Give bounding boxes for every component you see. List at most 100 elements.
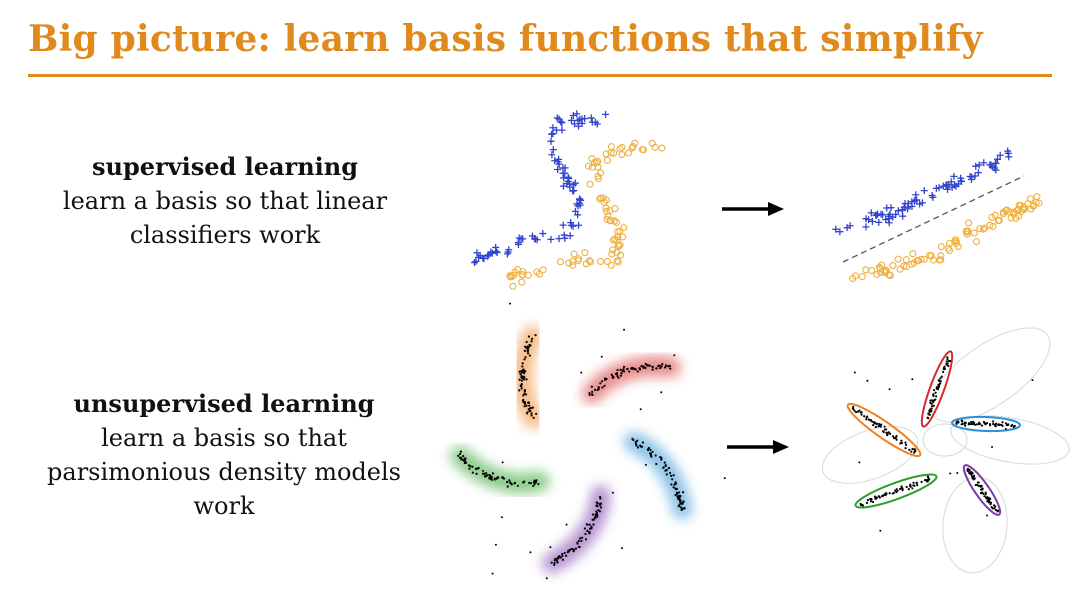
sample-dot bbox=[677, 497, 680, 501]
sample-dot bbox=[577, 539, 580, 543]
sample-dot bbox=[522, 481, 525, 484]
sample-dot bbox=[967, 470, 970, 473]
sample-dot bbox=[638, 367, 641, 370]
sample-dot bbox=[525, 404, 528, 407]
sample-dot bbox=[529, 409, 532, 412]
sample-dot bbox=[972, 475, 975, 478]
circle-marker bbox=[986, 221, 994, 229]
faint-component bbox=[950, 415, 1070, 465]
sample-dot bbox=[670, 474, 673, 477]
sample-dot bbox=[885, 431, 888, 434]
sample-dot bbox=[597, 386, 600, 389]
sample-dot bbox=[598, 510, 602, 513]
sample-dot bbox=[932, 388, 936, 392]
sample-dot bbox=[854, 411, 858, 414]
sample-dot bbox=[655, 367, 658, 370]
sample-dot bbox=[946, 356, 949, 359]
sample-dot bbox=[626, 367, 629, 371]
mixture-model-after bbox=[821, 327, 1070, 574]
sample-dot bbox=[523, 390, 526, 393]
circle-marker bbox=[638, 145, 646, 154]
sample-dot bbox=[940, 375, 943, 378]
circle-marker bbox=[962, 227, 970, 235]
sample-dot bbox=[518, 389, 521, 392]
sample-dot bbox=[671, 478, 674, 481]
plus-marker bbox=[549, 146, 557, 154]
sample-dot bbox=[983, 495, 986, 498]
sample-dot bbox=[549, 546, 552, 549]
sample-dot bbox=[973, 477, 976, 480]
sample-dot bbox=[879, 529, 882, 532]
sample-dot bbox=[634, 368, 637, 371]
sample-dot bbox=[860, 413, 863, 416]
circle-marker bbox=[991, 211, 999, 219]
sample-dot bbox=[627, 370, 631, 373]
sample-dot bbox=[979, 485, 982, 488]
sample-dot bbox=[642, 366, 645, 369]
circle-marker bbox=[1029, 202, 1037, 210]
sample-dot bbox=[660, 365, 663, 368]
circle-marker bbox=[995, 216, 1003, 224]
plus-marker bbox=[892, 210, 900, 218]
mixture-component bbox=[920, 350, 954, 428]
plus-marker bbox=[549, 124, 557, 132]
sample-dot bbox=[995, 422, 998, 425]
sample-dot bbox=[975, 423, 979, 426]
sample-dot bbox=[596, 502, 599, 505]
sample-dot bbox=[905, 485, 908, 489]
plus-marker bbox=[972, 162, 980, 170]
sample-dot bbox=[490, 478, 493, 481]
sample-dot bbox=[955, 422, 958, 425]
sample-dot bbox=[580, 539, 583, 543]
circle-marker bbox=[937, 243, 945, 251]
sample-dot bbox=[910, 450, 913, 453]
sample-dot bbox=[491, 472, 495, 475]
sample-dot bbox=[537, 482, 540, 486]
plus-marker bbox=[947, 178, 955, 186]
sample-dot bbox=[489, 477, 492, 480]
sample-dot bbox=[459, 450, 463, 453]
sample-dot bbox=[530, 412, 533, 415]
sample-dot bbox=[509, 302, 512, 305]
sample-dot bbox=[1011, 423, 1014, 427]
sample-dot bbox=[989, 503, 992, 506]
plus-marker bbox=[517, 235, 525, 243]
circle-marker bbox=[972, 238, 980, 246]
sample-dot bbox=[987, 499, 990, 502]
sample-dot bbox=[925, 478, 929, 482]
sample-dot bbox=[457, 454, 460, 457]
sample-dot bbox=[894, 489, 897, 492]
sample-dot bbox=[963, 422, 966, 425]
sample-dot bbox=[493, 477, 496, 480]
plus-marker bbox=[971, 172, 979, 180]
plus-marker bbox=[561, 169, 569, 177]
plus-marker bbox=[476, 252, 484, 260]
sample-dot bbox=[912, 484, 915, 487]
sample-dot bbox=[672, 474, 675, 477]
sample-dot bbox=[883, 425, 886, 428]
sample-dot bbox=[636, 370, 639, 373]
sample-dot bbox=[985, 422, 989, 425]
sample-dot bbox=[523, 402, 527, 406]
sample-dot bbox=[665, 468, 668, 472]
plus-marker bbox=[992, 159, 1000, 167]
faint-component bbox=[922, 423, 968, 457]
sample-dot bbox=[956, 471, 959, 474]
circle-marker bbox=[1015, 205, 1023, 213]
sample-dot bbox=[984, 491, 987, 494]
sample-dot bbox=[508, 479, 511, 482]
circle-marker bbox=[610, 149, 618, 157]
plus-marker bbox=[994, 155, 1002, 163]
sample-dot bbox=[586, 529, 589, 533]
sample-dot bbox=[975, 483, 979, 486]
sample-dot bbox=[993, 504, 996, 507]
plus-marker bbox=[948, 183, 956, 191]
plus-marker bbox=[559, 221, 567, 229]
plus-marker bbox=[514, 240, 522, 248]
circle-marker bbox=[524, 271, 532, 279]
sample-dot bbox=[673, 354, 676, 357]
sample-dot bbox=[900, 439, 903, 442]
plus-marker bbox=[935, 184, 943, 192]
sample-dot bbox=[490, 476, 493, 479]
sample-dot bbox=[527, 408, 530, 411]
